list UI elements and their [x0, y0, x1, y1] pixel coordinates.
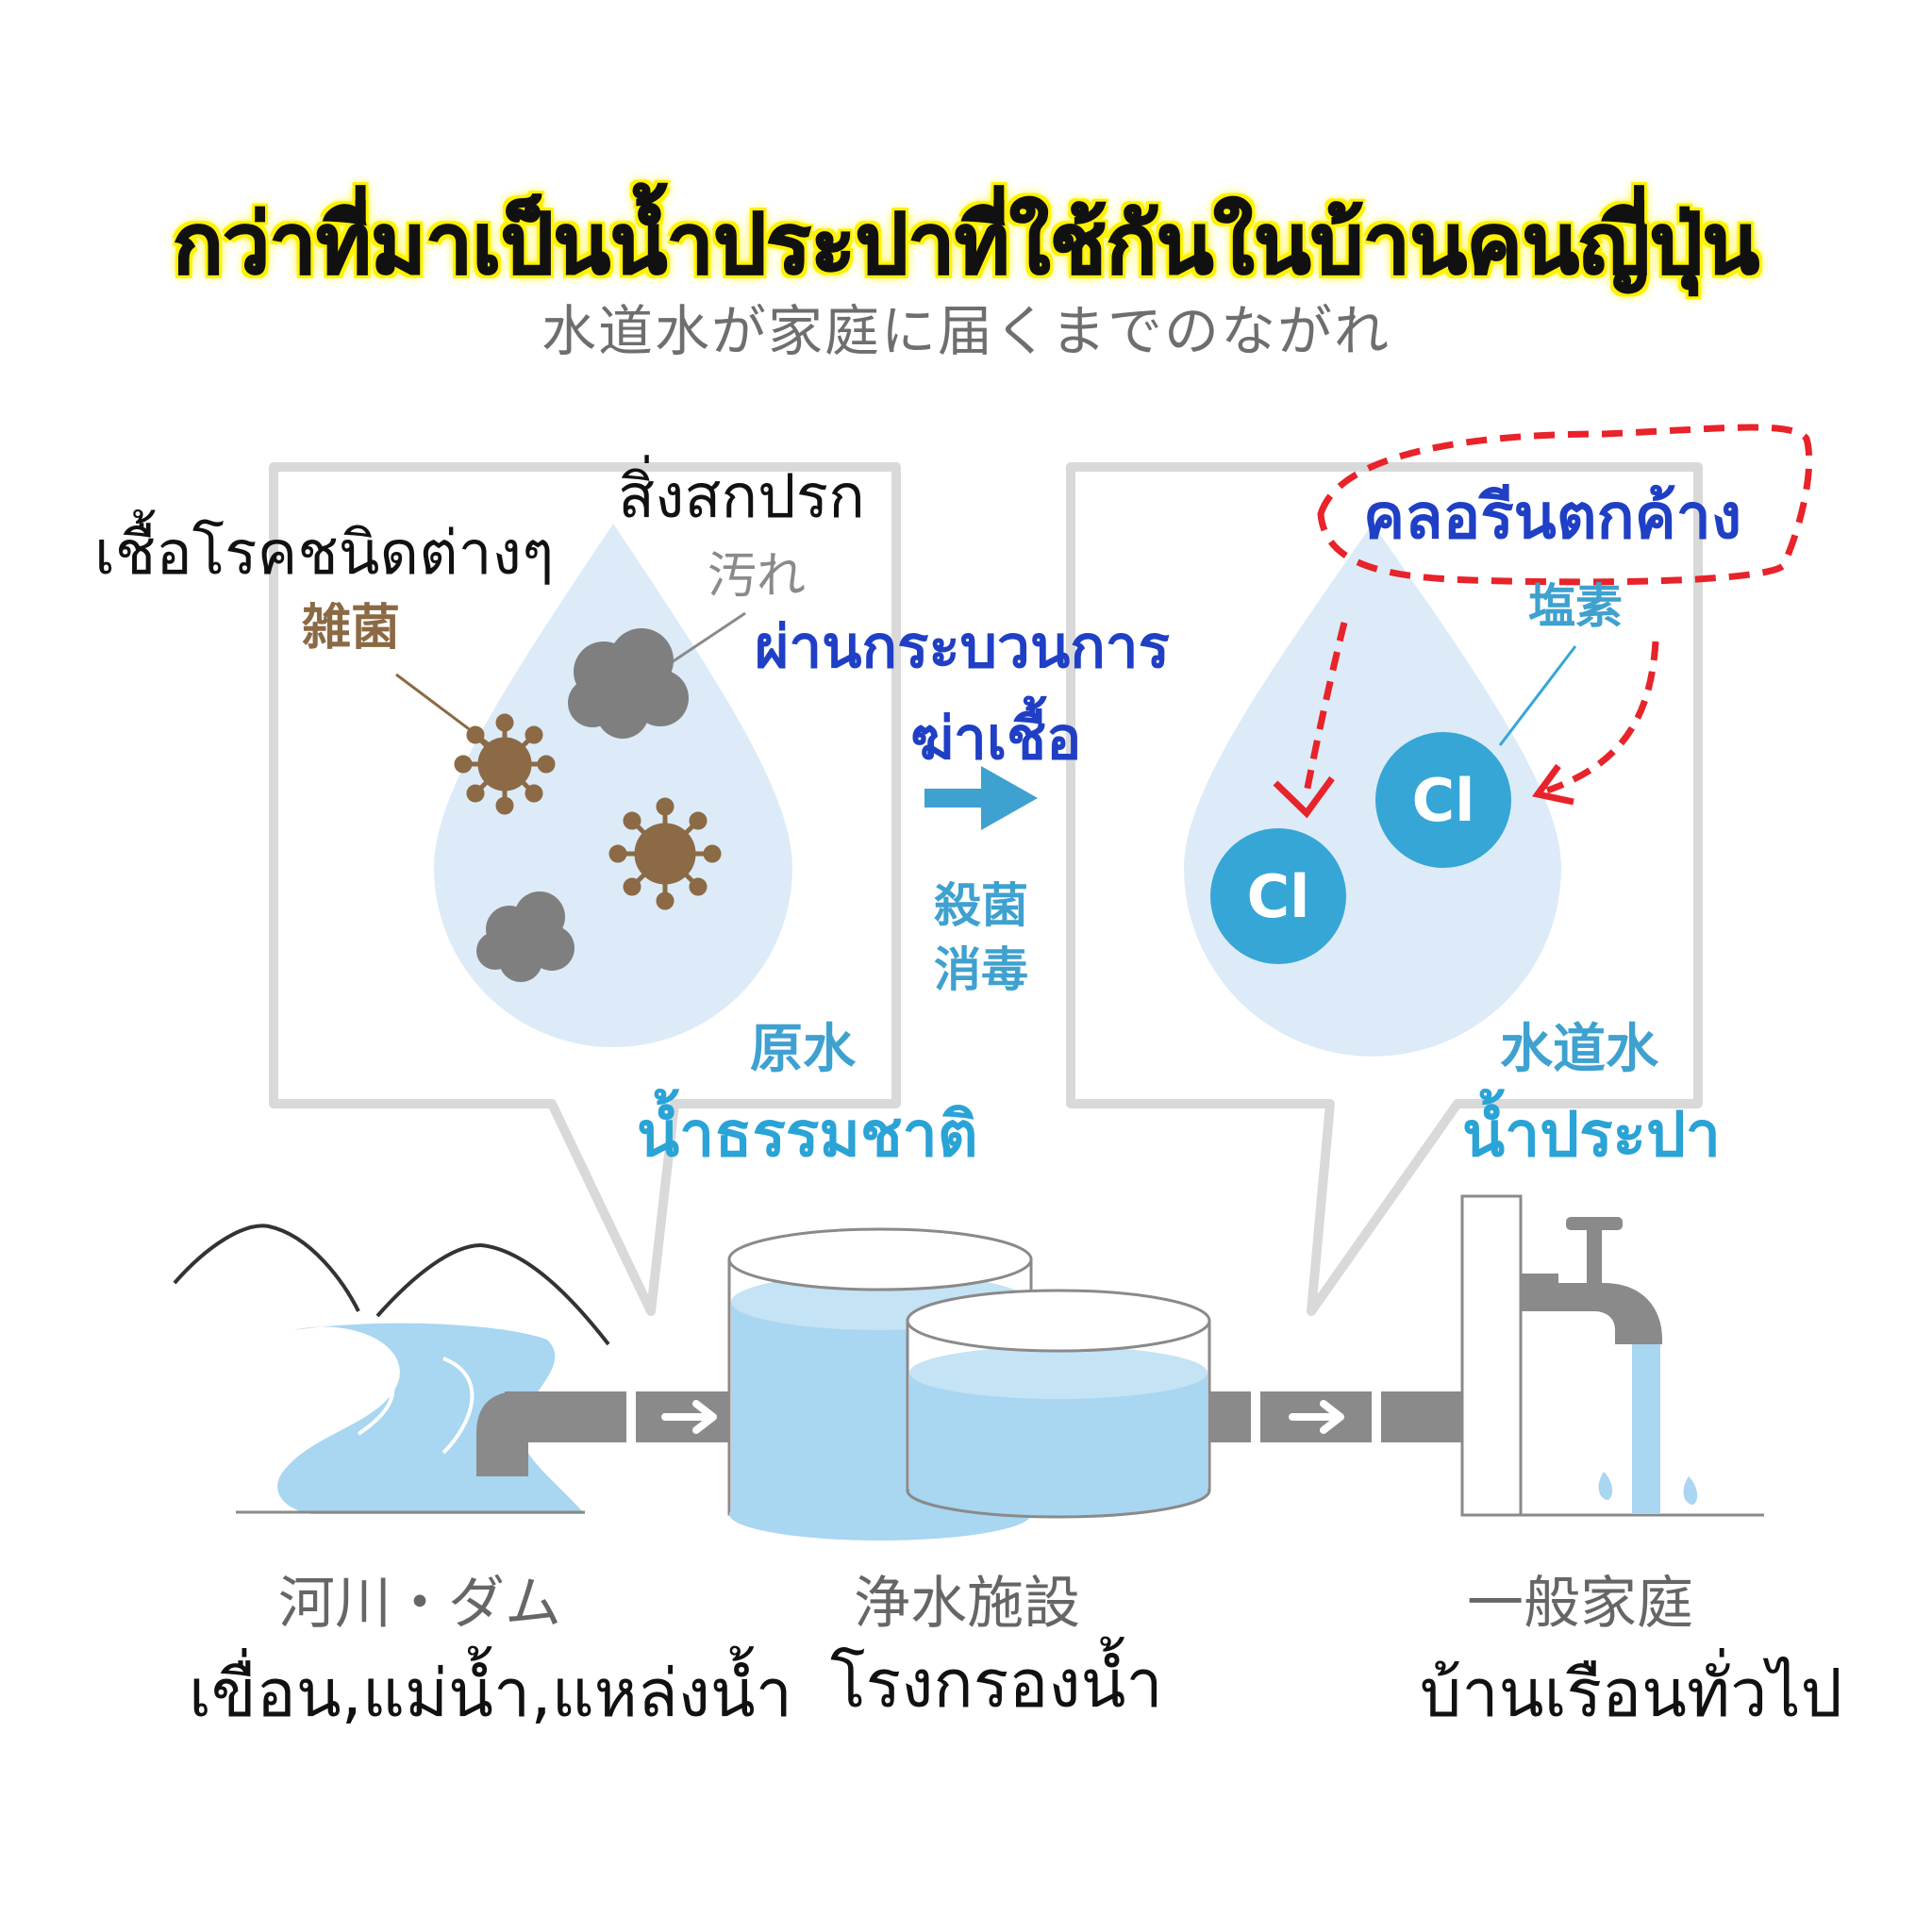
- raw-water-label-jp: 原水: [750, 1019, 856, 1080]
- dirt-label-jp: 汚れ: [708, 548, 807, 605]
- faucet-icon: [1521, 1217, 1662, 1344]
- chlorine-molecule: Cl: [1210, 828, 1346, 964]
- stage-river-th: เขื่อน,แม่น้ำ,แหล่งน้ำ: [189, 1655, 793, 1732]
- stage-river-jp: 河川・ダム: [278, 1571, 561, 1637]
- chlorine-label-th: คลอรีนตกค้าง: [1363, 480, 1742, 553]
- germ-icon: [608, 797, 722, 910]
- main-title: กว่าที่มาเป็นน้ำประปาที่ใช้กันในบ้านคนญี…: [172, 195, 1760, 292]
- tap-water-label-th: น้ำประปา: [1462, 1098, 1721, 1171]
- stage-home-jp: 一般家庭: [1467, 1571, 1693, 1637]
- process-label-jp-2: 消毒: [934, 942, 1028, 997]
- process-label-th-1: ผ่านกระบวนการ: [755, 612, 1170, 681]
- mountain-icon: [375, 1242, 610, 1346]
- dirt-leader-line: [659, 611, 746, 672]
- germs-label-th: เชื้อโรคชนิดต่างๆ: [94, 519, 555, 589]
- water-stream: [1632, 1344, 1660, 1514]
- water-splash: [1683, 1476, 1698, 1505]
- stage-plant-jp: 浄水施設: [854, 1571, 1080, 1637]
- red-arrow-left: [1303, 622, 1348, 793]
- cl-symbol: Cl: [1412, 766, 1475, 835]
- tap-water-label-jp: 水道水: [1500, 1019, 1658, 1080]
- process-label-th-2: ฆ่าเชื้อ: [910, 704, 1082, 773]
- raw-water-label-th: น้ำธรรมชาติ: [637, 1098, 978, 1171]
- process-arrow-icon: [924, 766, 1038, 830]
- dirt-icon: [568, 628, 689, 739]
- germ-icon: [454, 713, 556, 815]
- water-splash: [1598, 1472, 1613, 1500]
- flow-arrow-icon: [661, 1400, 1344, 1434]
- red-arrow-left-head: [1273, 775, 1335, 819]
- subtitle-jp: 水道水が家庭に届くまでのながれ: [541, 299, 1391, 363]
- dirt-icon: [476, 891, 575, 982]
- mountain-icon: [173, 1224, 360, 1312]
- chlorine-highlight-ellipse: [1317, 424, 1813, 586]
- intake-pipe: [476, 1391, 528, 1476]
- stage-plant-th: โรงกรองน้ำ: [830, 1645, 1163, 1723]
- dirt-label-th: สิ่งสกปรก: [618, 462, 865, 532]
- process-label-jp-1: 殺菌: [934, 878, 1028, 933]
- filtration-tank-front: [906, 1289, 1211, 1519]
- cl-symbol: Cl: [1247, 862, 1310, 931]
- chlorine-leader-line: [1498, 645, 1577, 746]
- house-wall: [1460, 1194, 1523, 1517]
- red-arrow-right-head: [1531, 763, 1574, 806]
- chlorine-label-jp: 塩素: [1528, 579, 1623, 634]
- chlorine-molecule: Cl: [1375, 732, 1511, 868]
- stage-home-th: บ้านเรือนทั่วไป: [1420, 1655, 1843, 1732]
- germs-label-jp: 雑菌: [302, 600, 401, 657]
- red-arrow-right: [1545, 641, 1659, 794]
